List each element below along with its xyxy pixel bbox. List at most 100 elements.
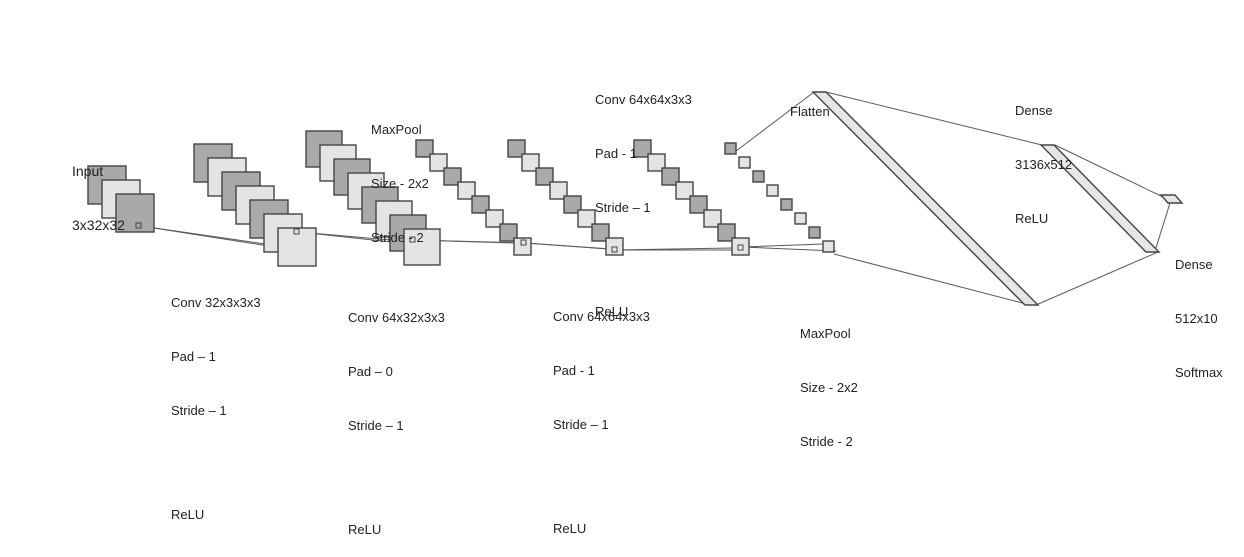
maxpool1-feature-map [499, 223, 518, 242]
maxpool2-size: Size - 2x2 [800, 380, 858, 395]
maxpool2-feature-map [738, 156, 751, 169]
conv3-feature-map [549, 181, 568, 200]
connector-line [825, 91, 1043, 146]
conv1-label: Conv 32x3x3x3 Pad – 1 Stride – 1 ReLU [171, 258, 261, 542]
maxpool1-size: Size - 2x2 [371, 176, 429, 191]
conv3-feature-map [591, 223, 610, 242]
maxpool1-stride: Stride - 2 [371, 230, 424, 245]
kernel-marker [135, 222, 142, 229]
conv4-feature-map [703, 209, 722, 228]
connector-line [741, 246, 837, 252]
input-shape: 3x32x32 [72, 217, 125, 233]
input-feature-map [115, 193, 155, 233]
kernel-marker [520, 239, 527, 246]
maxpool2-label: MaxPool Size - 2x2 Stride - 2 [800, 289, 858, 469]
conv3-label: Conv 64x64x3x3 Pad - 1 Stride – 1 ReLU [595, 55, 692, 339]
conv3-feature-map [563, 195, 582, 214]
conv1-pad: Pad – 1 [171, 349, 216, 364]
maxpool2-feature-map [794, 212, 807, 225]
kernel-marker [737, 244, 744, 251]
dense-layer-plates [811, 91, 1184, 306]
conv4-feature-map [717, 223, 736, 242]
maxpool2-feature-map [724, 142, 737, 155]
input-stack [87, 165, 155, 233]
connector-line [741, 243, 824, 248]
maxpool2-stride: Stride - 2 [800, 434, 853, 449]
conv4-title: Conv 64x64x3x3 [553, 309, 650, 324]
dense2-activation: Softmax [1175, 365, 1223, 380]
maxpool1-feature-map [513, 237, 532, 256]
connector-line [1054, 144, 1164, 198]
maxpool1-feature-map [443, 167, 462, 186]
maxpool2-stack [724, 142, 835, 253]
kernel-marker [611, 246, 618, 253]
conv3-activation: ReLU [595, 304, 629, 319]
conv3-feature-map [577, 209, 596, 228]
maxpool1-feature-map [429, 153, 448, 172]
conv2-activation: ReLU [348, 522, 382, 537]
maxpool1-feature-map [457, 181, 476, 200]
conv2-stack [305, 130, 441, 266]
maxpool2-feature-map [780, 198, 793, 211]
connector-line [833, 253, 1031, 306]
conv4-feature-map [661, 167, 680, 186]
connector-line [1154, 202, 1171, 252]
conv3-title: Conv 64x64x3x3 [595, 92, 692, 107]
conv2-pad: Pad – 0 [348, 364, 393, 379]
dense1-vector-plate [1039, 144, 1161, 253]
dense2-shape: 512x10 [1175, 311, 1218, 326]
feature-map-stacks [87, 130, 835, 267]
input-label: Input 3x32x32 [72, 126, 125, 252]
conv4-feature-map [647, 153, 666, 172]
maxpool2-feature-map [822, 240, 835, 253]
conv4-feature-map [633, 139, 652, 158]
maxpool1-feature-map [471, 195, 490, 214]
maxpool1-label: MaxPool Size - 2x2 Stride - 2 [371, 85, 429, 265]
kernel-marker [293, 228, 300, 235]
conv4-label: Conv 64x64x3x3 Pad - 1 Stride – 1 ReLU [553, 272, 650, 556]
flatten-vector-plate [811, 91, 1040, 306]
conv4-feature-map [675, 181, 694, 200]
dense2-vector-plate [1159, 194, 1184, 204]
conv2-feature-map [403, 228, 441, 266]
connector-line [735, 91, 815, 152]
flatten-label: Flatten [790, 67, 830, 139]
maxpool2-title: MaxPool [800, 326, 851, 341]
conv2-stride: Stride – 1 [348, 418, 404, 433]
connector-line [1035, 251, 1159, 306]
dense1-shape: 3136x512 [1015, 157, 1073, 172]
conv3-stack [507, 139, 624, 256]
conv1-stack [193, 143, 317, 267]
maxpool1-stack [415, 139, 532, 256]
maxpool1-feature-map [415, 139, 434, 158]
dense1-title: Dense [1015, 103, 1053, 118]
flatten-title: Flatten [790, 104, 830, 119]
cnn-architecture-diagram [87, 91, 1184, 306]
conv1-title: Conv 32x3x3x3 [171, 295, 261, 310]
maxpool2-feature-map [766, 184, 779, 197]
conv3-pad: Pad - 1 [595, 146, 637, 161]
kernel-marker [409, 236, 416, 243]
conv3-stride: Stride – 1 [595, 200, 651, 215]
conv4-stack [633, 139, 750, 256]
conv4-feature-map [689, 195, 708, 214]
maxpool2-feature-map [752, 170, 765, 183]
maxpool2-feature-map [808, 226, 821, 239]
conv3-feature-map [507, 139, 526, 158]
conv4-stride: Stride – 1 [553, 417, 609, 432]
conv4-pad: Pad - 1 [553, 363, 595, 378]
dense1-label: Dense 3136x512 ReLU [1015, 66, 1072, 246]
maxpool1-feature-map [485, 209, 504, 228]
dense2-label: Dense 512x10 Softmax [1175, 220, 1223, 400]
conv1-stride: Stride – 1 [171, 403, 227, 418]
conv2-label: Conv 64x32x3x3 Pad – 0 Stride – 1 ReLU [348, 273, 445, 557]
conv3-feature-map [535, 167, 554, 186]
conv1-activation: ReLU [171, 507, 205, 522]
conv4-activation: ReLU [553, 521, 587, 536]
dense1-activation: ReLU [1015, 211, 1049, 226]
conv2-title: Conv 64x32x3x3 [348, 310, 445, 325]
input-title: Input [72, 163, 104, 179]
conv4-feature-map [731, 237, 750, 256]
maxpool1-title: MaxPool [371, 122, 422, 137]
conv3-feature-map [521, 153, 540, 172]
